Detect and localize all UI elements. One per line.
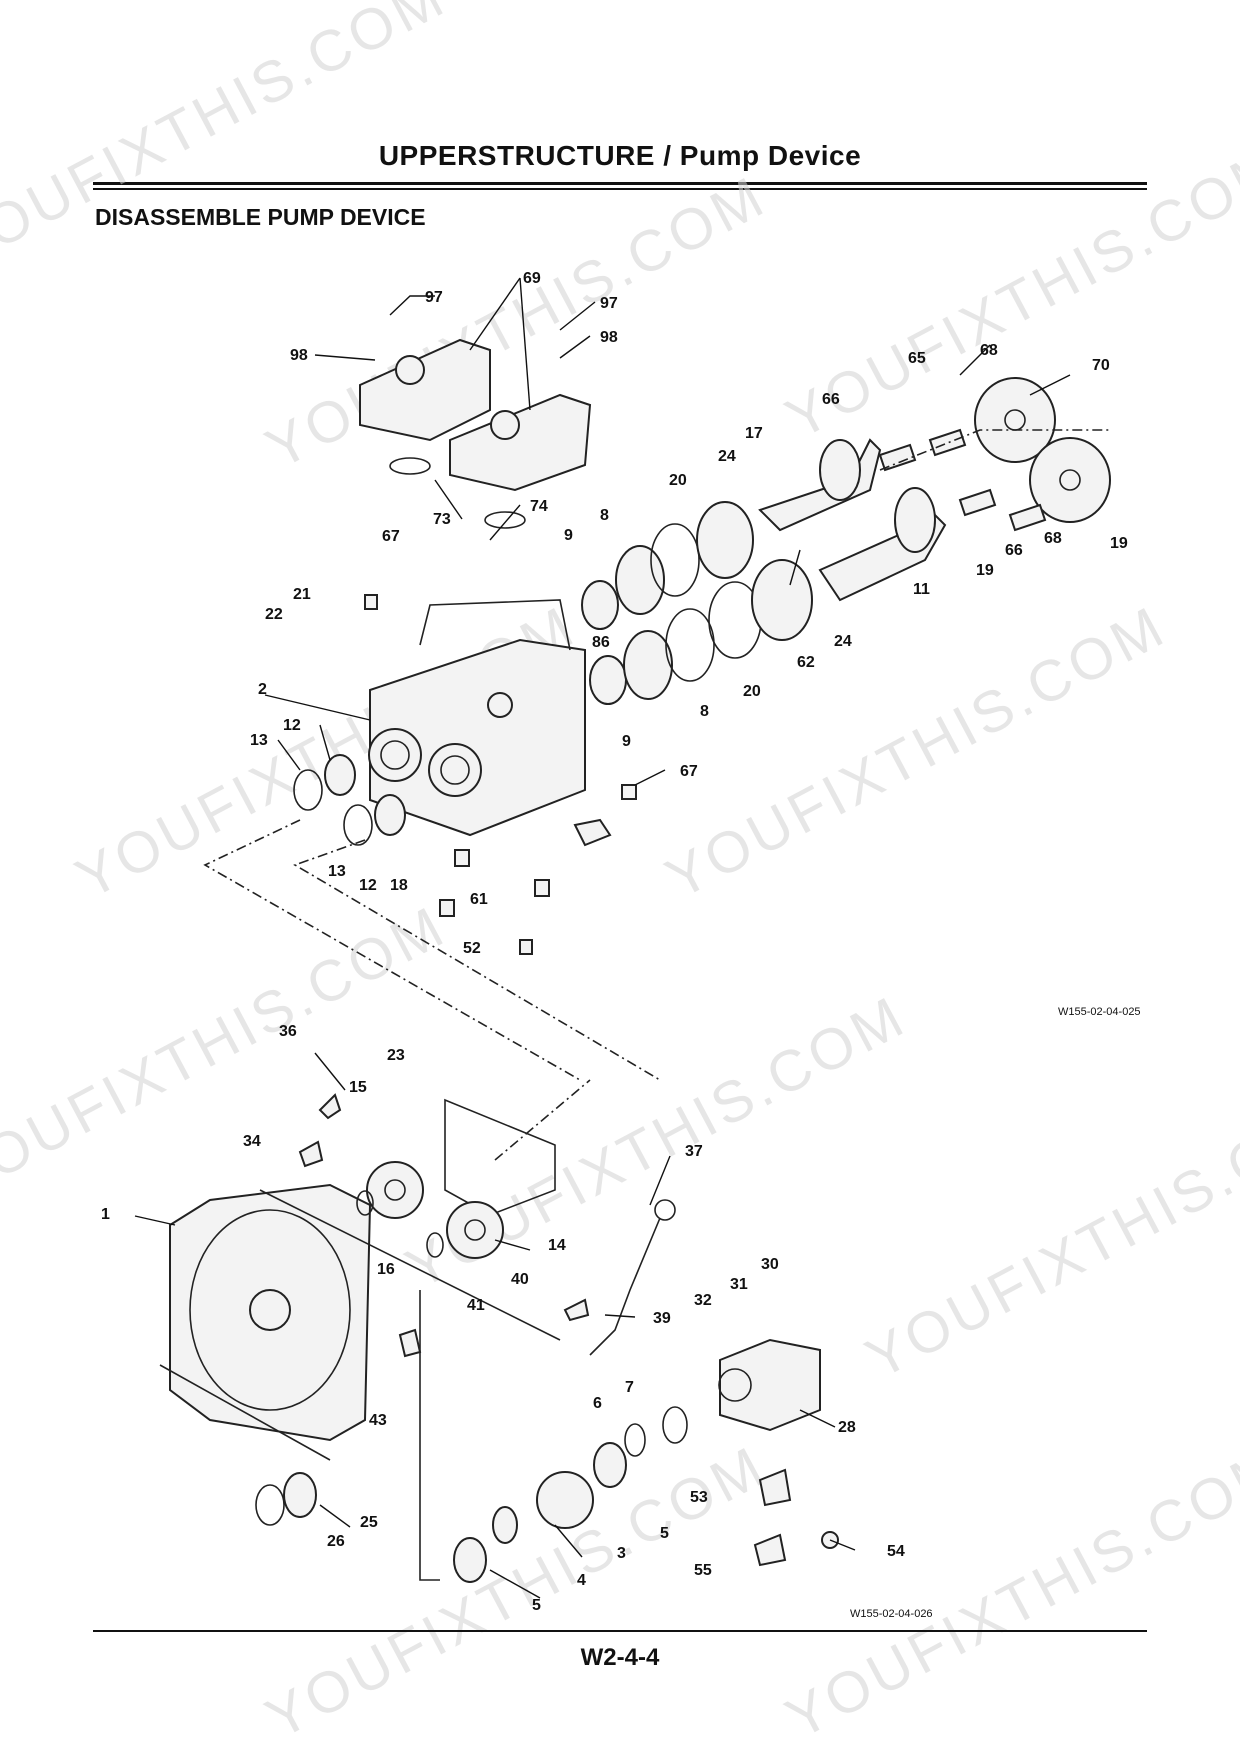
callout-label: 40 xyxy=(511,1271,529,1288)
callout-label: 73 xyxy=(433,511,451,528)
callout-label: 23 xyxy=(387,1047,405,1064)
callout-label: 5 xyxy=(660,1525,669,1542)
callout-label: 12 xyxy=(359,877,377,894)
callout-label: 97 xyxy=(425,289,443,306)
callout-label: 7 xyxy=(625,1379,634,1396)
callout-label: 86 xyxy=(592,634,610,651)
callout-label: 62 xyxy=(797,654,815,671)
callout-label: 3 xyxy=(617,1545,626,1562)
callout-label: 6 xyxy=(593,1395,602,1412)
callout-label: 67 xyxy=(680,763,698,780)
callout-label: 1 xyxy=(101,1206,110,1223)
callout-label: 9 xyxy=(622,733,631,750)
callout-label: 66 xyxy=(822,391,840,408)
callout-label: 15 xyxy=(349,1079,367,1096)
callout-label: 97 xyxy=(600,295,618,312)
callout-label: 52 xyxy=(463,940,481,957)
callout-label: 28 xyxy=(838,1419,856,1436)
callout-label: 34 xyxy=(243,1133,261,1150)
callout-label: 9 xyxy=(564,527,573,544)
footer-rule xyxy=(93,1630,1147,1632)
callout-label: 69 xyxy=(523,270,541,287)
callout-label: 11 xyxy=(913,581,930,598)
callout-label: 8 xyxy=(600,507,609,524)
callout-label: 24 xyxy=(718,448,736,465)
callout-label: 13 xyxy=(250,732,268,749)
callout-label: 20 xyxy=(669,472,687,489)
callout-label: 43 xyxy=(369,1412,387,1429)
page-number: W2-4-4 xyxy=(580,1644,660,1671)
figure-code-upper: W155-02-04-025 xyxy=(1058,1006,1141,1018)
callout-label: 98 xyxy=(600,329,618,346)
callout-label: 24 xyxy=(834,633,852,650)
callout-label: 67 xyxy=(382,528,400,545)
callout-label: 14 xyxy=(548,1237,566,1254)
watermark-text: YOUFIXTHIS.COM xyxy=(856,1073,1240,1391)
callout-label: 4 xyxy=(577,1572,586,1589)
callout-label: 98 xyxy=(290,347,308,364)
callout-label: 68 xyxy=(980,342,998,359)
callout-label: 54 xyxy=(887,1543,905,1560)
watermark-text: YOUFIXTHIS.COM xyxy=(656,593,1177,911)
pump-housing-group xyxy=(203,338,1111,1081)
callouts-upper: 97 69 97 98 98 73 74 67 21 22 2 86 12 13… xyxy=(250,270,1128,957)
header-rule-thick xyxy=(93,182,1147,185)
callout-label: 18 xyxy=(390,877,408,894)
callout-label: 22 xyxy=(265,606,283,623)
callout-label: 13 xyxy=(328,863,346,880)
watermark-text: YOUFIXTHIS.COM xyxy=(776,1433,1240,1751)
transmission-group xyxy=(159,1079,839,1583)
callout-label: 17 xyxy=(745,425,763,442)
callout-label: 12 xyxy=(283,717,301,734)
callout-label: 39 xyxy=(653,1310,671,1327)
header-rule-thin xyxy=(93,188,1147,190)
callout-label: 30 xyxy=(761,1256,779,1273)
callout-label: 21 xyxy=(293,586,311,603)
callout-label: 2 xyxy=(258,681,267,698)
callout-label: 26 xyxy=(327,1533,345,1550)
callout-label: 74 xyxy=(530,498,548,515)
callout-label: 8 xyxy=(700,703,709,720)
callout-label: 31 xyxy=(730,1276,748,1293)
callouts-lower: 36 23 15 34 1 14 16 37 40 39 41 31 30 32… xyxy=(101,1023,905,1614)
callout-label: 20 xyxy=(743,683,761,700)
callout-label: 32 xyxy=(694,1292,712,1309)
leader-lines xyxy=(134,277,1071,1599)
watermark-text: YOUFIXTHIS.COM xyxy=(256,1433,777,1751)
callout-label: 25 xyxy=(360,1514,378,1531)
section-heading: DISASSEMBLE PUMP DEVICE xyxy=(95,204,426,230)
callout-label: 65 xyxy=(908,350,926,367)
callout-label: 36 xyxy=(279,1023,297,1040)
callout-label: 55 xyxy=(694,1562,712,1579)
callout-label: 41 xyxy=(467,1297,485,1314)
callout-label: 37 xyxy=(685,1143,703,1160)
callout-label: 66 xyxy=(1005,542,1023,559)
callout-label: 68 xyxy=(1044,530,1062,547)
callout-label: 61 xyxy=(470,891,488,908)
callout-label: 53 xyxy=(690,1489,708,1506)
callout-label: 16 xyxy=(377,1261,395,1278)
callout-label: 19 xyxy=(976,562,994,579)
watermark-text: YOUFIXTHIS.COM xyxy=(0,0,457,281)
page-title: UPPERSTRUCTURE / Pump Device xyxy=(378,140,862,171)
callout-label: 70 xyxy=(1092,357,1110,374)
callout-label: 5 xyxy=(532,1597,541,1614)
figure-code-lower: W155-02-04-026 xyxy=(850,1608,933,1620)
callout-label: 19 xyxy=(1110,535,1128,552)
